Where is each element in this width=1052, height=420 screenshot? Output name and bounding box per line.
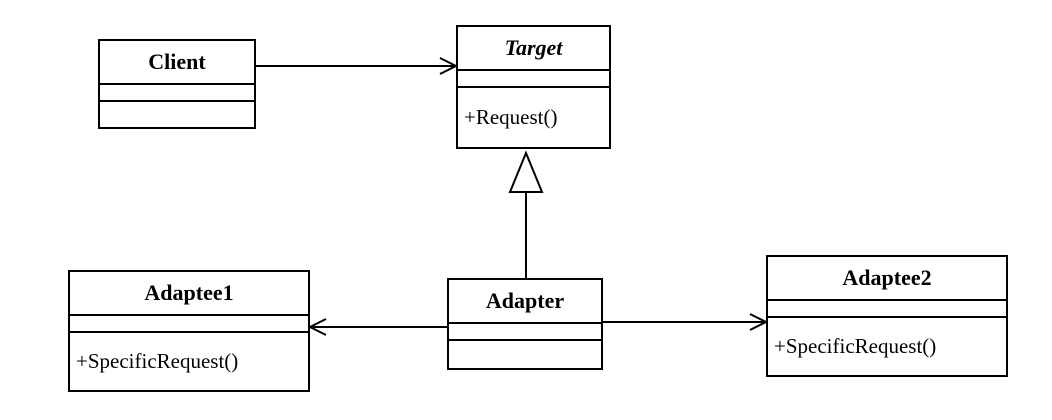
class-adaptee1-attributes [70,314,308,331]
class-adaptee1[interactable]: Adaptee1 +SpecificRequest() [68,270,310,392]
class-client-attributes [100,83,254,100]
class-target-operation: +Request() [458,86,609,147]
class-adaptee2-name: Adaptee2 [842,265,932,290]
class-adaptee2-operation: +SpecificRequest() [768,316,1006,375]
adapter-to-adaptee1-association [307,318,447,336]
class-adapter-name: Adapter [485,288,565,313]
class-adapter-attributes [449,322,601,339]
class-client[interactable]: Client [98,39,256,129]
class-target-attributes [458,69,609,86]
class-client-name: Client [148,49,206,74]
class-adaptee2-attributes [768,299,1006,316]
class-adapter[interactable]: Adapter [447,278,603,370]
class-target-name: Target [504,35,563,60]
class-adapter-operations [449,339,601,368]
class-adaptee2[interactable]: Adaptee2 +SpecificRequest() [766,255,1008,377]
class-adaptee1-operation: +SpecificRequest() [70,331,308,390]
class-target[interactable]: Target +Request() [456,25,611,149]
adapter-to-target-generalization [508,150,544,278]
client-to-target-association [256,57,459,75]
class-client-operations [100,100,254,127]
adapter-to-adaptee2-association [603,313,769,331]
class-adaptee1-name: Adaptee1 [144,280,234,305]
